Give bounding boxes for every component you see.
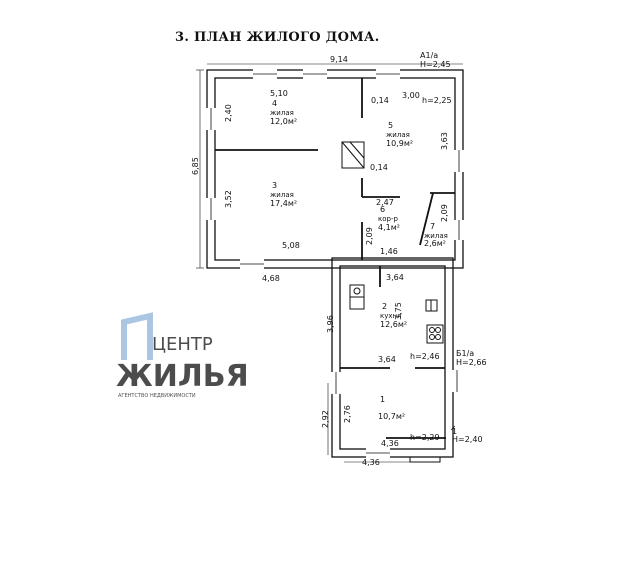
room-1-number: 1 (380, 395, 385, 404)
watermark-house-icon (121, 312, 153, 360)
marker-a1-height: Н=2,45 (420, 60, 451, 69)
dim-436a: 4,36 (381, 439, 399, 448)
room-3-number: 3 (272, 181, 277, 190)
dim-292: 2,92 (321, 410, 330, 428)
watermark-line1: ЦЕНТР (152, 334, 213, 355)
marker-b1: Б1/а (456, 349, 474, 358)
dim-508: 5,08 (282, 241, 300, 250)
height-225: h=2,25 (422, 96, 452, 105)
room-2-name: кухня (380, 312, 401, 320)
room-4-number: 4 (272, 99, 277, 108)
plan-title: 3. ПЛАН ЖИЛОГО ДОМА. (175, 30, 380, 45)
room-4-name: жилая (270, 109, 294, 117)
dim-209b: 2,09 (365, 227, 374, 245)
room-6-area: 4,1м² (378, 223, 400, 232)
dim-364b: 3,64 (378, 355, 396, 364)
height-229: h=2,29 (410, 433, 440, 442)
dim-363: 3,63 (440, 132, 449, 150)
room-7-number: 7 (430, 222, 435, 231)
room-2-area: 12,6м² (380, 320, 407, 329)
dim-510: 5,10 (270, 89, 288, 98)
dim-014b: 0,14 (370, 163, 388, 172)
room-3-area: 17,4м² (270, 199, 297, 208)
height-246: h=2,46 (410, 352, 440, 361)
room-3-name: жилая (270, 191, 294, 199)
room-7-name: жилая (424, 232, 448, 240)
marker-a1: А1/а (420, 51, 438, 60)
dim-468: 4,68 (262, 274, 280, 283)
watermark-line2: ЖИЛЬЯ (116, 359, 249, 394)
dim-209a: 2,09 (440, 204, 449, 222)
dim-left-total: 6,85 (191, 157, 200, 175)
dim-276: 2,76 (343, 405, 352, 423)
room-5-number: 5 (388, 121, 393, 130)
dim-364a: 3,64 (386, 273, 404, 282)
annex-outer-wall (331, 257, 454, 458)
room-6-name: кор-р (378, 215, 398, 223)
dim-300: 3,00 (402, 91, 420, 100)
watermark: ЦЕНТР ЖИЛЬЯ АГЕНТСТВО НЕДВИЖИМОСТИ (116, 312, 249, 399)
dim-240: 2,40 (224, 104, 233, 122)
annex-inner-wall (339, 265, 446, 450)
watermark-line3: АГЕНТСТВО НЕДВИЖИМОСТИ (118, 393, 196, 399)
dim-top-total: 9,14 (330, 55, 348, 64)
dim-146: 1,46 (380, 247, 398, 256)
dim-014a: 0,14 (371, 96, 389, 105)
dim-436b: 4,36 (362, 458, 380, 467)
marker-1-height: Н=2,40 (452, 435, 483, 444)
room-5-name: жилая (386, 131, 410, 139)
room-7-area: 2,6м² (424, 239, 446, 248)
dim-375: 3,75 (394, 302, 403, 320)
room-4-area: 12,0м² (270, 117, 297, 126)
room-1-area: 10,7м² (378, 412, 405, 421)
marker-b1-height: Н=2,66 (456, 358, 487, 367)
room-2-number: 2 (382, 302, 387, 311)
room-5-area: 10,9м² (386, 139, 413, 148)
room-6-number: 6 (380, 205, 385, 214)
dim-247: 2,47 (376, 198, 394, 207)
dim-396: 3,96 (326, 315, 335, 333)
dim-352: 3,52 (224, 190, 233, 208)
main-house-inner-wall (214, 77, 456, 261)
marker-1: 1 (452, 427, 457, 436)
